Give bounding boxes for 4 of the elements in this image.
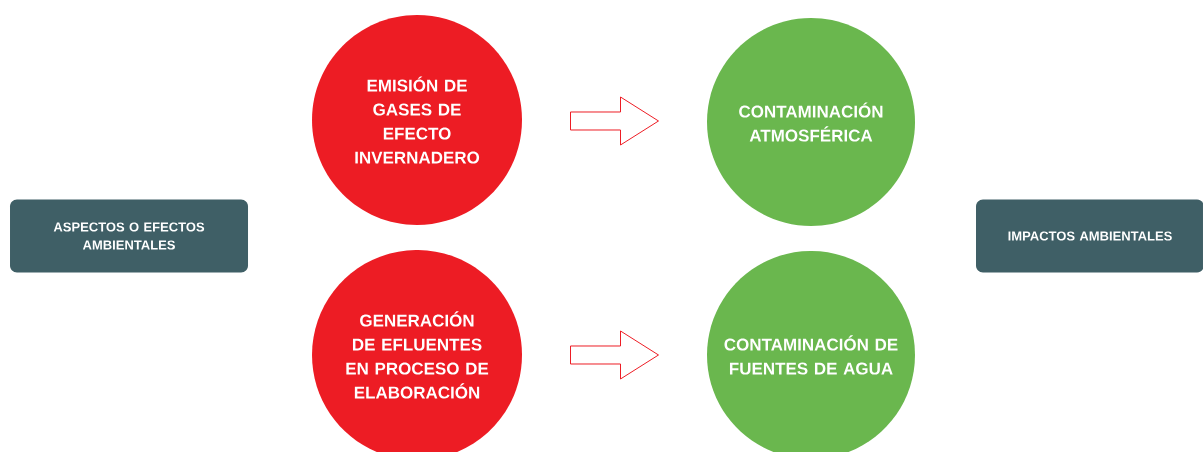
label-box: ASPECTOS O EFECTOS AMBIENTALES (10, 199, 248, 273)
block-arrow (570, 96, 659, 146)
label-box: IMPACTOS AMBIENTALES (976, 199, 1203, 273)
block-arrow (570, 330, 659, 380)
